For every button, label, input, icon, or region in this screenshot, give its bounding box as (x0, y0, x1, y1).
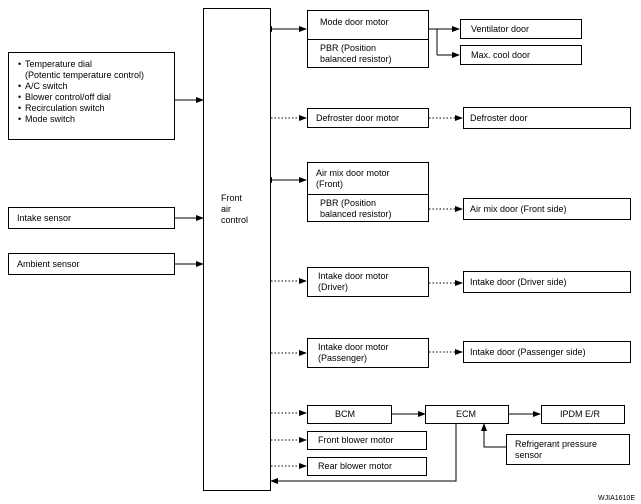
ecm-box: ECM (425, 405, 509, 424)
controller-label-control: control (221, 215, 249, 225)
front-blower-motor-box: Front blower motor (307, 431, 427, 450)
mode-door-motor-box: Mode door motor PBR (Position balanced r… (307, 10, 429, 68)
mode-pbr-line2: balanced resistor) (320, 54, 392, 64)
refrigerant-line1: Refrigerant pressure (515, 439, 598, 449)
air-mix-pbr-line1: PBR (Position (320, 198, 377, 208)
switch-item-blower: Blower control/off dial (18, 92, 111, 103)
intake-sensor-box: Intake sensor (8, 207, 175, 229)
air-mix-door-label: Air mix door (Front side) (470, 204, 567, 214)
air-mix-door-box: Air mix door (Front side) (463, 198, 631, 220)
air-mix-divider (308, 194, 428, 195)
air-mix-motor-line2: (Front) (316, 179, 343, 189)
ventilator-door-label: Ventilator door (471, 24, 530, 34)
max-cool-door-box: Max. cool door (460, 45, 582, 65)
switch-item-temperature: Temperature dial (18, 59, 92, 70)
intake-driver-motor-line1: Intake door motor (318, 271, 389, 281)
front-blower-motor-label: Front blower motor (318, 435, 394, 445)
temperature-subtext: (Potentic temperature control) (25, 70, 145, 80)
defroster-door-label: Defroster door (470, 113, 528, 123)
rear-blower-motor-label: Rear blower motor (318, 461, 393, 471)
switch-item-mode: Mode switch (18, 114, 75, 125)
ambient-sensor-box: Ambient sensor (8, 253, 175, 275)
ventilator-door-box: Ventilator door (460, 19, 582, 39)
ambient-sensor-label: Ambient sensor (17, 259, 80, 269)
front-air-control-box: Front air control (203, 8, 271, 491)
defroster-door-motor-label: Defroster door motor (316, 113, 400, 123)
mode-door-motor-label: Mode door motor (320, 17, 389, 27)
mode-divider (308, 39, 428, 40)
ipdm-er-box: IPDM E/R (541, 405, 625, 424)
intake-passenger-motor-line2: (Passenger) (318, 353, 368, 363)
intake-door-motor-driver-box: Intake door motor (Driver) (307, 267, 429, 297)
intake-door-driver-label: Intake door (Driver side) (470, 277, 567, 287)
refrigerant-pressure-sensor-box: Refrigerant pressure sensor (506, 434, 630, 465)
intake-sensor-label: Intake sensor (17, 213, 72, 223)
ipdm-er-label: IPDM E/R (560, 409, 601, 419)
figure-code: WJIA1610E (598, 495, 635, 502)
controller-label-front: Front (221, 193, 243, 203)
intake-door-driver-box: Intake door (Driver side) (463, 271, 631, 293)
air-mix-pbr-line2: balanced resistor) (320, 209, 392, 219)
switch-inputs-box: Temperature dial (Potentic temperature c… (8, 52, 175, 140)
switch-item-recirculation: Recirculation switch (18, 103, 104, 114)
intake-door-motor-passenger-box: Intake door motor (Passenger) (307, 338, 429, 368)
intake-door-passenger-box: Intake door (Passenger side) (463, 341, 631, 363)
controller-label-air: air (221, 204, 232, 214)
defroster-door-motor-box: Defroster door motor (307, 108, 429, 128)
intake-passenger-motor-line1: Intake door motor (318, 342, 389, 352)
bcm-label: BCM (335, 409, 355, 419)
intake-door-passenger-label: Intake door (Passenger side) (470, 347, 586, 357)
max-cool-door-label: Max. cool door (471, 50, 531, 60)
air-mix-door-motor-box: Air mix door motor (Front) PBR (Position… (307, 162, 429, 222)
switch-item-ac: A/C switch (18, 81, 67, 92)
bcm-box: BCM (307, 405, 392, 424)
intake-driver-motor-line2: (Driver) (318, 282, 348, 292)
mode-pbr-line1: PBR (Position (320, 43, 377, 53)
refrigerant-line2: sensor (515, 450, 543, 460)
air-mix-motor-line1: Air mix door motor (316, 168, 390, 178)
ecm-label: ECM (456, 409, 476, 419)
rear-blower-motor-box: Rear blower motor (307, 457, 427, 476)
defroster-door-box: Defroster door (463, 107, 631, 129)
